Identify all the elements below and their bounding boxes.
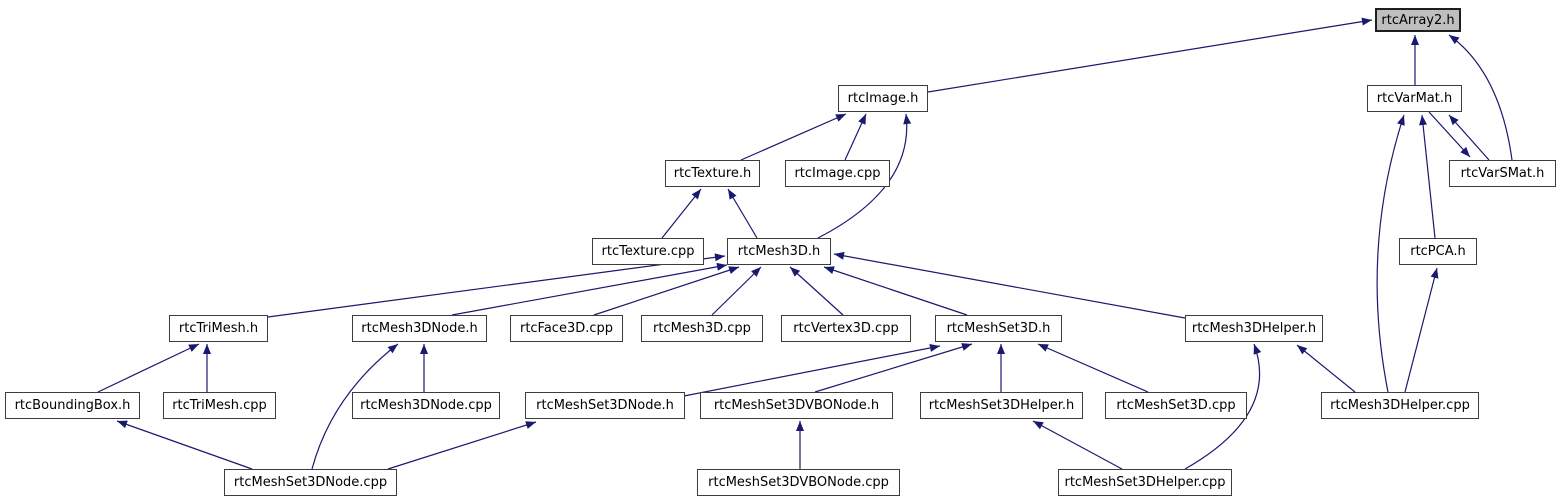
node-rtcTriMesh.h[interactable]: rtcTriMesh.h bbox=[169, 315, 268, 342]
arrowhead-icon bbox=[824, 266, 835, 274]
node-rtcMesh3DNode.cpp[interactable]: rtcMesh3DNode.cpp bbox=[352, 392, 500, 419]
edge-rtcMeshSet3D.h-to-rtcMesh3D.h bbox=[823, 266, 968, 316]
edge-rtcMeshSet3DHelper.cpp-to-rtcMesh3DHelper.h bbox=[1184, 343, 1261, 470]
node-rtcMesh3D.h[interactable]: rtcMesh3D.h bbox=[727, 238, 831, 265]
edge-rtcVertex3D.cpp-to-rtcMesh3D.h bbox=[789, 266, 844, 316]
edge-rtcTexture.h-to-rtcImage.h bbox=[740, 113, 847, 161]
arrowhead-icon bbox=[790, 267, 801, 277]
arrowhead-icon bbox=[716, 262, 727, 271]
arrowhead-icon bbox=[796, 421, 804, 431]
edge-rtcMeshSet3DNode.cpp-to-rtcMesh3DNode.h bbox=[311, 343, 399, 470]
node-rtcMeshSet3D.h[interactable]: rtcMeshSet3D.h bbox=[935, 315, 1062, 342]
node-rtcMeshSet3DNode.h[interactable]: rtcMeshSet3DNode.h bbox=[525, 392, 685, 419]
edge-rtcMeshSet3DVBONode.h-to-rtcMeshSet3D.h bbox=[814, 343, 973, 393]
node-rtcMesh3DHelper.cpp[interactable]: rtcMesh3DHelper.cpp bbox=[1321, 392, 1479, 419]
edge-rtcVarSMat.h-to-rtcVarMat.h bbox=[1448, 114, 1490, 161]
arrowhead-icon bbox=[997, 344, 1005, 354]
node-rtcVarSMat.h[interactable]: rtcVarSMat.h bbox=[1449, 160, 1556, 187]
node-rtcMesh3D.cpp[interactable]: rtcMesh3D.cpp bbox=[641, 315, 763, 342]
edge-rtcMesh3D.cpp-to-rtcMesh3D.h bbox=[711, 266, 762, 316]
arrowhead-icon bbox=[1411, 35, 1419, 45]
arrowhead-icon bbox=[203, 344, 211, 354]
node-rtcBoundingBox.h[interactable]: rtcBoundingBox.h bbox=[5, 392, 140, 419]
arrowhead-icon bbox=[1038, 344, 1049, 352]
arrowhead-icon bbox=[714, 253, 725, 262]
arrowhead-icon bbox=[834, 251, 845, 260]
arrowhead-icon bbox=[1253, 344, 1262, 355]
node-rtcTexture.cpp[interactable]: rtcTexture.cpp bbox=[592, 238, 704, 265]
arrowhead-icon bbox=[903, 114, 912, 125]
node-rtcMeshSet3DVBONode.h[interactable]: rtcMeshSet3DVBONode.h bbox=[700, 392, 893, 419]
arrowhead-icon bbox=[728, 266, 739, 274]
node-rtcTexture.h[interactable]: rtcTexture.h bbox=[665, 160, 760, 187]
arrowhead-icon bbox=[751, 267, 761, 277]
arrowhead-icon bbox=[1449, 115, 1459, 126]
arrowhead-icon bbox=[858, 114, 866, 125]
arrowhead-icon bbox=[420, 344, 428, 354]
edge-rtcBoundingBox.h-to-rtcTriMesh.h bbox=[97, 343, 200, 393]
node-rtcMeshSet3DNode.cpp[interactable]: rtcMeshSet3DNode.cpp bbox=[224, 469, 397, 496]
node-rtcVarMat.h[interactable]: rtcVarMat.h bbox=[1367, 85, 1462, 112]
arrowhead-icon bbox=[1397, 115, 1405, 126]
edge-rtcMeshSet3DNode.h-to-rtcMeshSet3D.h bbox=[683, 345, 941, 397]
edge-rtcPCA.h-to-rtcVarMat.h bbox=[1421, 114, 1436, 239]
edge-rtcTriMesh.h-to-rtcMesh3D.h bbox=[267, 255, 726, 318]
node-rtcMeshSet3DHelper.h[interactable]: rtcMeshSet3DHelper.h bbox=[920, 392, 1083, 419]
edge-rtcVarSMat.h-to-rtcArray2.h bbox=[1448, 34, 1513, 161]
edge-rtcTexture.cpp-to-rtcTexture.h bbox=[661, 188, 702, 239]
arrowhead-icon bbox=[1297, 345, 1308, 355]
node-rtcFace3D.cpp[interactable]: rtcFace3D.cpp bbox=[510, 315, 623, 342]
arrowhead-icon bbox=[1460, 146, 1470, 157]
arrowhead-icon bbox=[1449, 35, 1460, 45]
node-rtcMeshSet3DVBONode.cpp[interactable]: rtcMeshSet3DVBONode.cpp bbox=[697, 469, 900, 496]
edge-rtcMesh3DHelper.cpp-to-rtcVarMat.h bbox=[1376, 114, 1405, 393]
arrowhead-icon bbox=[1430, 268, 1439, 279]
node-rtcMesh3DHelper.h[interactable]: rtcMesh3DHelper.h bbox=[1185, 315, 1323, 342]
node-rtcImage.cpp[interactable]: rtcImage.cpp bbox=[785, 160, 890, 187]
edge-rtcFace3D.cpp-to-rtcMesh3D.h bbox=[593, 266, 740, 316]
node-rtcArray2.h[interactable]: rtcArray2.h bbox=[1375, 8, 1461, 32]
arrowhead-icon bbox=[691, 189, 701, 200]
edge-rtcMesh3DNode.h-to-rtcMesh3D.h bbox=[451, 264, 728, 316]
arrowhead-icon bbox=[387, 344, 398, 354]
edge-rtcMeshSet3DNode.cpp-to-rtcBoundingBox.h bbox=[116, 420, 253, 470]
arrowhead-icon bbox=[961, 343, 972, 351]
node-rtcMeshSet3DHelper.cpp[interactable]: rtcMeshSet3DHelper.cpp bbox=[1058, 469, 1232, 496]
arrowhead-icon bbox=[117, 420, 128, 429]
node-rtcTriMesh.cpp[interactable]: rtcTriMesh.cpp bbox=[163, 392, 276, 419]
node-rtcPCA.h[interactable]: rtcPCA.h bbox=[1399, 238, 1477, 265]
edge-rtcMeshSet3D.cpp-to-rtcMeshSet3D.h bbox=[1037, 343, 1149, 393]
arrowhead-icon bbox=[1033, 421, 1044, 430]
edge-rtcMesh3DHelper.cpp-to-rtcPCA.h bbox=[1404, 267, 1438, 393]
arrowhead-icon bbox=[728, 189, 737, 200]
node-rtcImage.h[interactable]: rtcImage.h bbox=[838, 85, 928, 112]
arrowhead-icon bbox=[1419, 115, 1428, 126]
arrowhead-icon bbox=[929, 343, 940, 352]
arrowhead-icon bbox=[835, 114, 846, 122]
edge-rtcMesh3DHelper.cpp-to-rtcMesh3DHelper.h bbox=[1296, 344, 1356, 393]
node-rtcMesh3DNode.h[interactable]: rtcMesh3DNode.h bbox=[352, 315, 487, 342]
edge-rtcMeshSet3DNode.cpp-to-rtcMeshSet3DNode.h bbox=[387, 421, 537, 470]
node-rtcVertex3D.cpp[interactable]: rtcVertex3D.cpp bbox=[781, 315, 911, 342]
edge-rtcVarMat.h-to-rtcVarSMat.h bbox=[1428, 111, 1471, 158]
arrowhead-icon bbox=[1361, 17, 1372, 26]
node-rtcMeshSet3D.cpp[interactable]: rtcMeshSet3D.cpp bbox=[1105, 392, 1247, 419]
edge-rtcImage.h-to-rtcArray2.h bbox=[927, 19, 1373, 93]
arrowhead-icon bbox=[525, 421, 536, 429]
arrowhead-icon bbox=[188, 344, 199, 352]
edge-rtcMeshSet3DHelper.cpp-to-rtcMeshSet3DHelper.h bbox=[1032, 420, 1123, 470]
edge-rtcMesh3DHelper.h-to-rtcMesh3D.h bbox=[833, 253, 1186, 319]
